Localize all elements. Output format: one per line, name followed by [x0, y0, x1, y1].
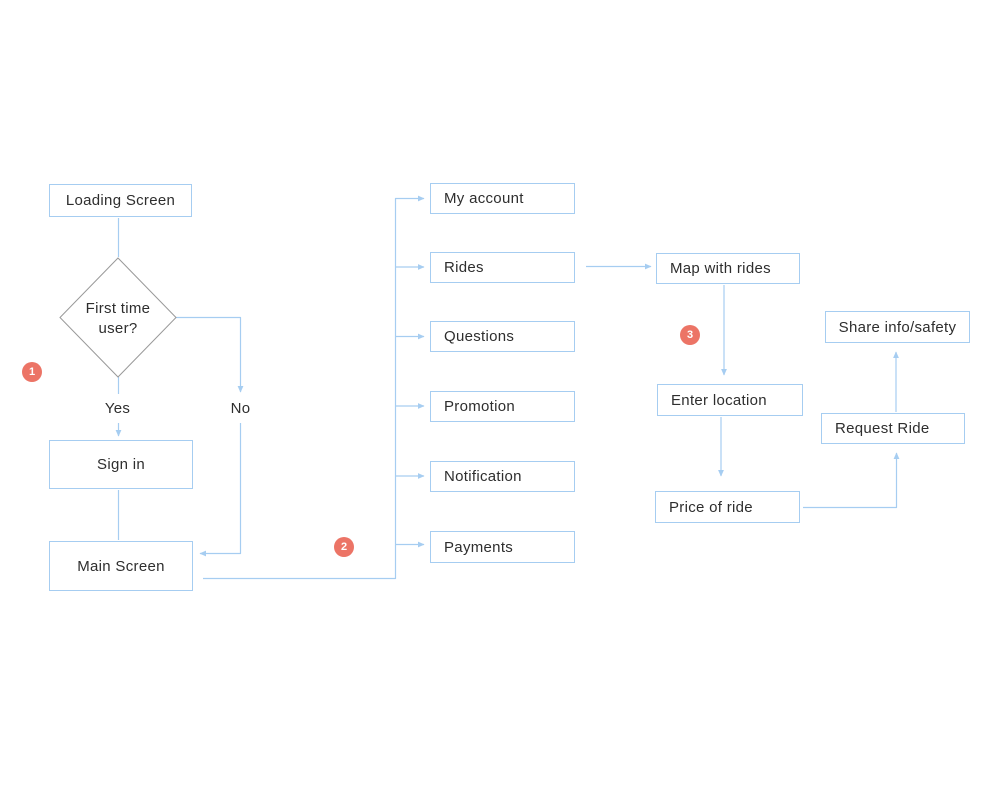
node-label: Share info/safety [838, 318, 957, 336]
node-loading-screen: Loading Screen [49, 184, 192, 217]
node-price-of-ride: Price of ride [655, 491, 800, 523]
edge-mainscreen-to-myaccount [203, 195, 425, 580]
node-label: Sign in [97, 456, 145, 473]
node-my-account: My account [430, 183, 575, 214]
node-label: My account [444, 190, 524, 207]
step-badge-3: 3 [680, 325, 700, 345]
branch-label-no: No [230, 400, 251, 417]
branch-label-yes: Yes [104, 400, 131, 417]
node-label: Payments [444, 538, 514, 556]
node-label: Price of ride [669, 498, 753, 516]
node-rides: Rides [430, 252, 575, 283]
node-label: Main Screen [77, 557, 165, 575]
node-request-ride: Request Ride [821, 413, 965, 444]
node-share-info-safety: Share info/safety [825, 311, 970, 343]
node-label: Promotion [444, 398, 516, 415]
edge-price-to-requestride [803, 452, 900, 509]
edge-decision-to-no [176, 316, 244, 393]
node-label: Questions [444, 328, 515, 345]
decision-label: First time user? [85, 300, 151, 337]
step-badge-1: 1 [22, 362, 42, 382]
node-label: Notification [444, 468, 522, 485]
node-label: Map with rides [670, 260, 771, 277]
node-sign-in: Sign in [49, 440, 193, 489]
node-label: Enter location [671, 391, 767, 409]
node-notification: Notification [430, 461, 575, 492]
node-label: Loading Screen [65, 192, 176, 209]
node-label: Request Ride [835, 420, 930, 437]
node-map-with-rides: Map with rides [656, 253, 800, 284]
node-payments: Payments [430, 531, 575, 563]
edge-no-to-mainscreen [199, 423, 242, 557]
node-promotion: Promotion [430, 391, 575, 422]
node-questions: Questions [430, 321, 575, 352]
node-enter-location: Enter location [657, 384, 803, 416]
node-label: Rides [444, 259, 484, 276]
node-main-screen: Main Screen [49, 541, 193, 591]
step-badge-2: 2 [334, 537, 354, 557]
